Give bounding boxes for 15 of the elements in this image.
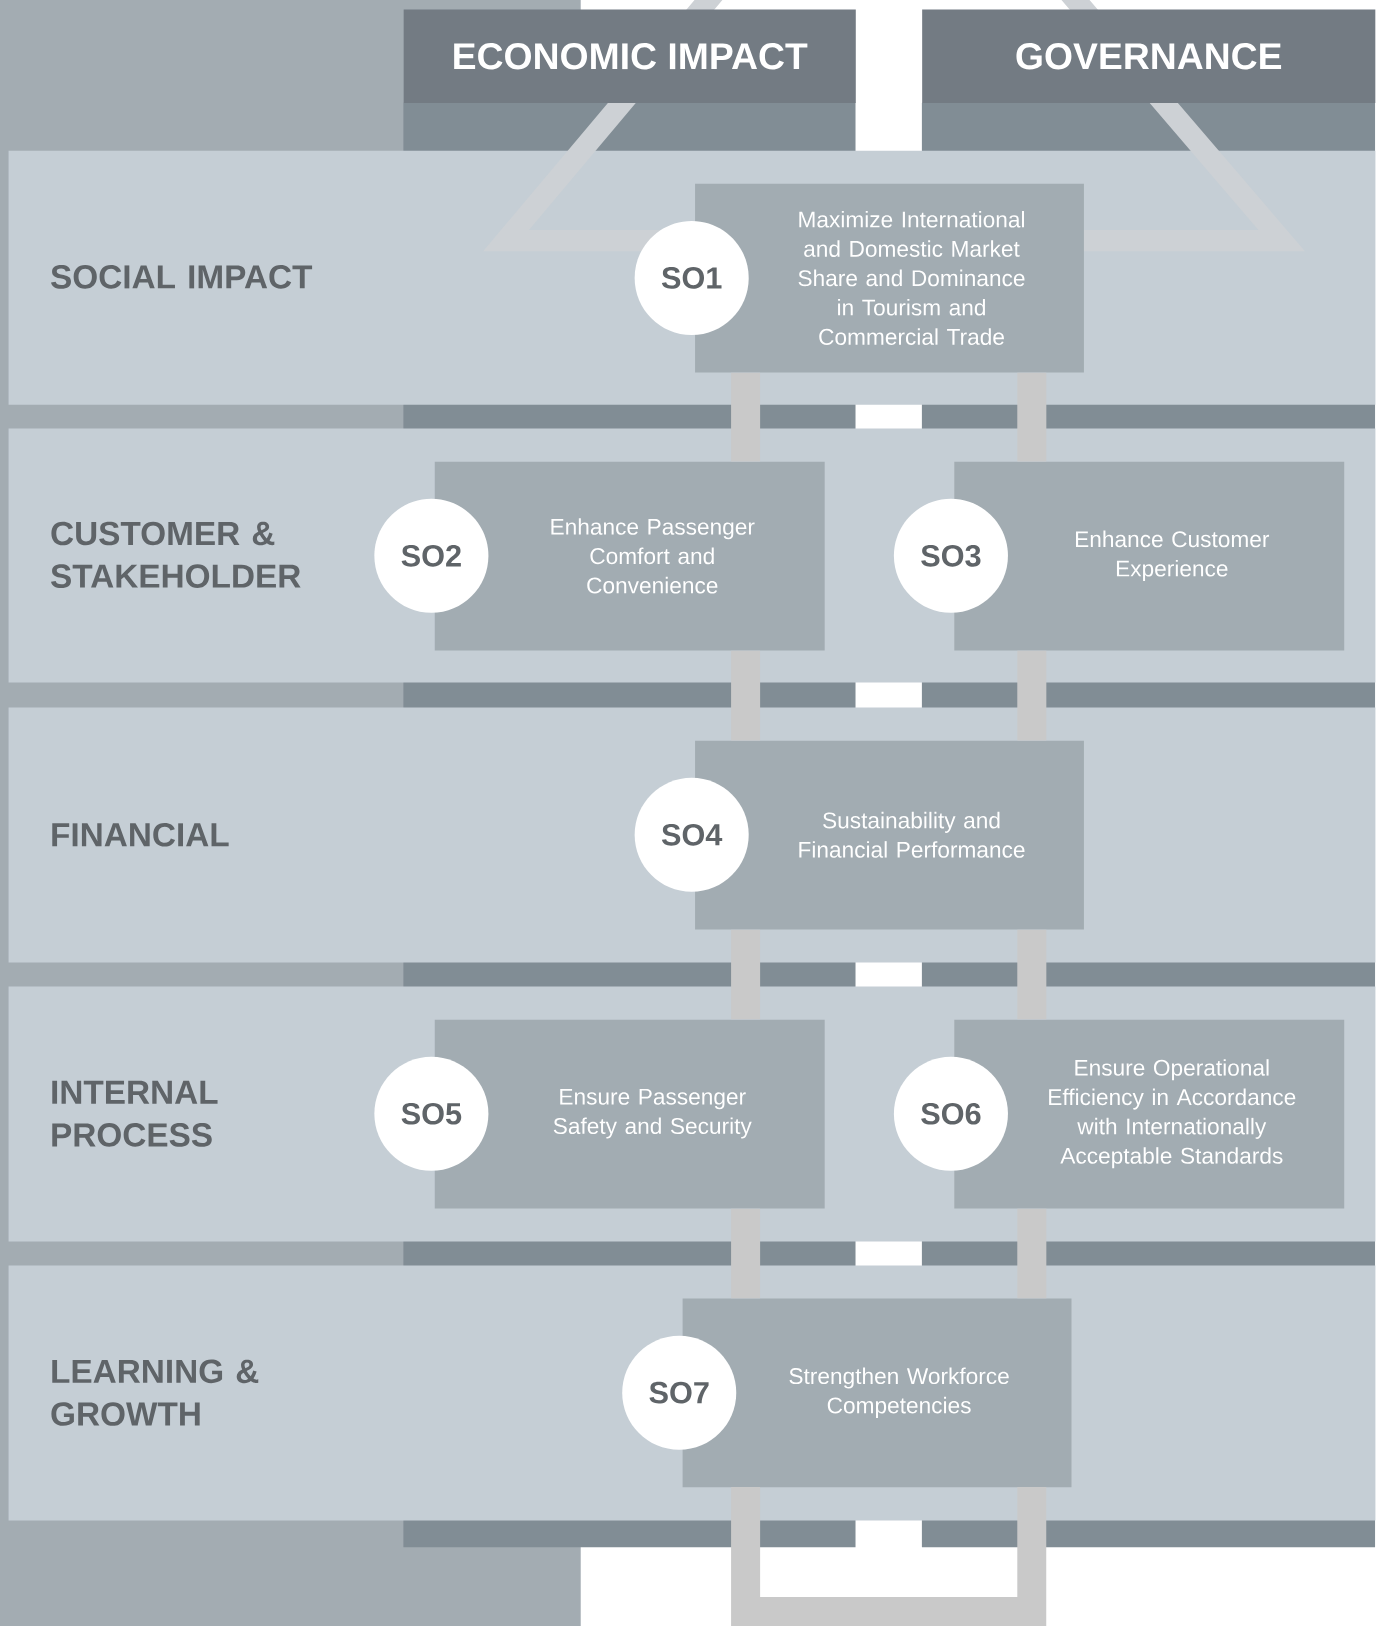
- connector-bar: [730, 929, 760, 1020]
- row-label: FINANCIAL: [52, 823, 229, 847]
- connector-bar: [730, 650, 760, 741]
- connector-bar: [1017, 1208, 1047, 1299]
- column-header: GOVERNANCE: [922, 9, 1376, 103]
- row-label: CUSTOMER & STAKEHOLDER: [50, 521, 301, 588]
- connector-bar: [730, 1208, 760, 1299]
- connector-bar: [1017, 372, 1047, 462]
- row-label: SOCIAL IMPACT: [50, 265, 312, 289]
- column-header: ECONOMIC IMPACT: [403, 9, 856, 103]
- row-label: LEARNING & GROWTH: [51, 1359, 259, 1426]
- connector-bar: [1017, 929, 1047, 1020]
- row-label: INTERNAL PROCESS: [52, 1080, 218, 1147]
- connector-bar: [730, 372, 760, 462]
- connector-bar: [1017, 650, 1047, 741]
